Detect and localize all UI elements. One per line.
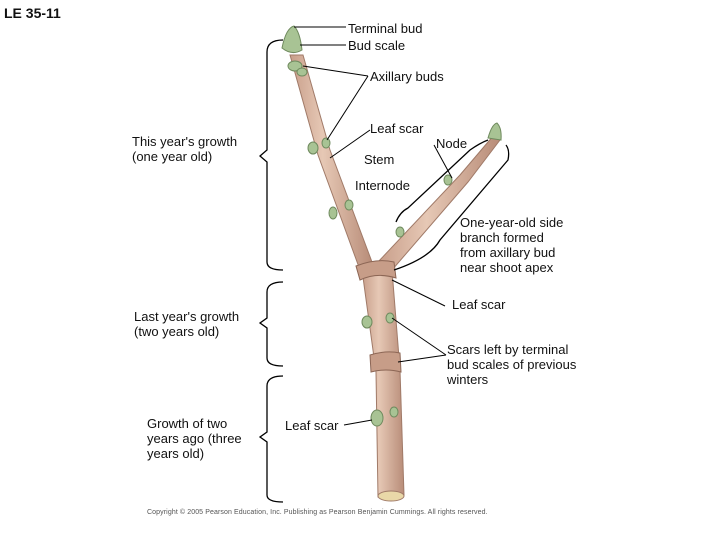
axillary-bud-icon <box>344 199 354 211</box>
label-leaf-scar-mid: Leaf scar <box>452 297 506 312</box>
bracket-this-year <box>259 39 284 271</box>
axillary-bud-icon <box>395 226 405 238</box>
scar-ring-lower <box>369 351 402 373</box>
axillary-bud-icon <box>328 206 338 220</box>
axillary-bud-icon <box>361 315 373 329</box>
label-side-branch-line: branch formed <box>460 230 544 245</box>
figure-title: LE 35-11 <box>4 5 61 21</box>
leader-leaf-scar-mid <box>391 279 446 307</box>
leader-node <box>433 144 453 179</box>
side-terminal-bud-icon <box>487 122 502 141</box>
cut-end <box>377 490 405 502</box>
bracket-side-branch <box>393 144 510 271</box>
label-node: Node <box>436 136 468 151</box>
label-this-year-line: This year's growth <box>132 134 238 149</box>
axillary-bud-icon <box>389 406 399 418</box>
label-side-branch-line: One-year-old side <box>460 215 564 230</box>
leader-axillary-buds-2 <box>326 75 369 141</box>
terminal-bud-icon <box>281 25 303 54</box>
main-stem <box>289 54 501 502</box>
label-side-branch-line: near shoot apex <box>460 260 554 275</box>
label-last-year-line: (two years old) <box>134 324 220 339</box>
bracket-internode <box>395 139 489 223</box>
label-this-year-line: (one year old) <box>132 149 213 164</box>
label-scars-terminal: Scars left by terminal bud scales of pre… <box>447 342 576 387</box>
label-last-year-line: Last year's growth <box>134 309 240 324</box>
leader-axillary-buds-1 <box>302 65 369 77</box>
label-axillary-buds: Axillary buds <box>370 69 444 84</box>
leader-scars-1 <box>391 317 447 356</box>
label-two-years-ago-line: years old) <box>147 446 205 461</box>
label-scars-line: bud scales of previous <box>447 357 577 372</box>
label-side-branch: One-year-old side branch formed from axi… <box>460 215 563 275</box>
label-terminal-bud: Terminal bud <box>348 21 423 36</box>
leader-scars-2 <box>397 354 447 363</box>
label-two-years-ago-line: years ago (three <box>147 431 242 446</box>
copyright-notice: Copyright © 2005 Pearson Education, Inc.… <box>147 509 488 516</box>
label-leaf-scar-top: Leaf scar <box>370 121 424 136</box>
label-scars-line: winters <box>447 372 489 387</box>
label-two-years-ago-growth: Growth of two years ago (three years old… <box>147 416 242 461</box>
axillary-bud-icon <box>287 60 303 72</box>
label-side-branch-line: from axillary bud <box>460 245 556 260</box>
label-leaf-scar-bottom: Leaf scar <box>285 418 339 433</box>
bracket-two-years-ago <box>258 375 284 503</box>
axillary-bud-icon <box>296 67 308 77</box>
axillary-bud-icon <box>370 409 384 427</box>
bracket-last-year <box>258 281 284 367</box>
axillary-bud-icon <box>385 312 395 324</box>
label-stem: Stem <box>364 152 395 167</box>
label-bud-scale: Bud scale <box>348 38 406 53</box>
label-this-year-growth: This year's growth (one year old) <box>132 134 237 164</box>
label-last-year-growth: Last year's growth (two years old) <box>134 309 239 339</box>
scar-ring-upper <box>355 260 397 281</box>
axillary-bud-icon <box>443 174 453 186</box>
label-two-years-ago-line: Growth of two <box>147 416 228 431</box>
leader-leaf-scar-bottom <box>343 419 373 426</box>
label-internode: Internode <box>355 178 410 193</box>
leader-leaf-scar-top <box>329 129 371 159</box>
axillary-bud-icon <box>307 141 319 155</box>
axillary-bud-icon <box>321 137 331 149</box>
label-scars-line: Scars left by terminal <box>447 342 569 357</box>
